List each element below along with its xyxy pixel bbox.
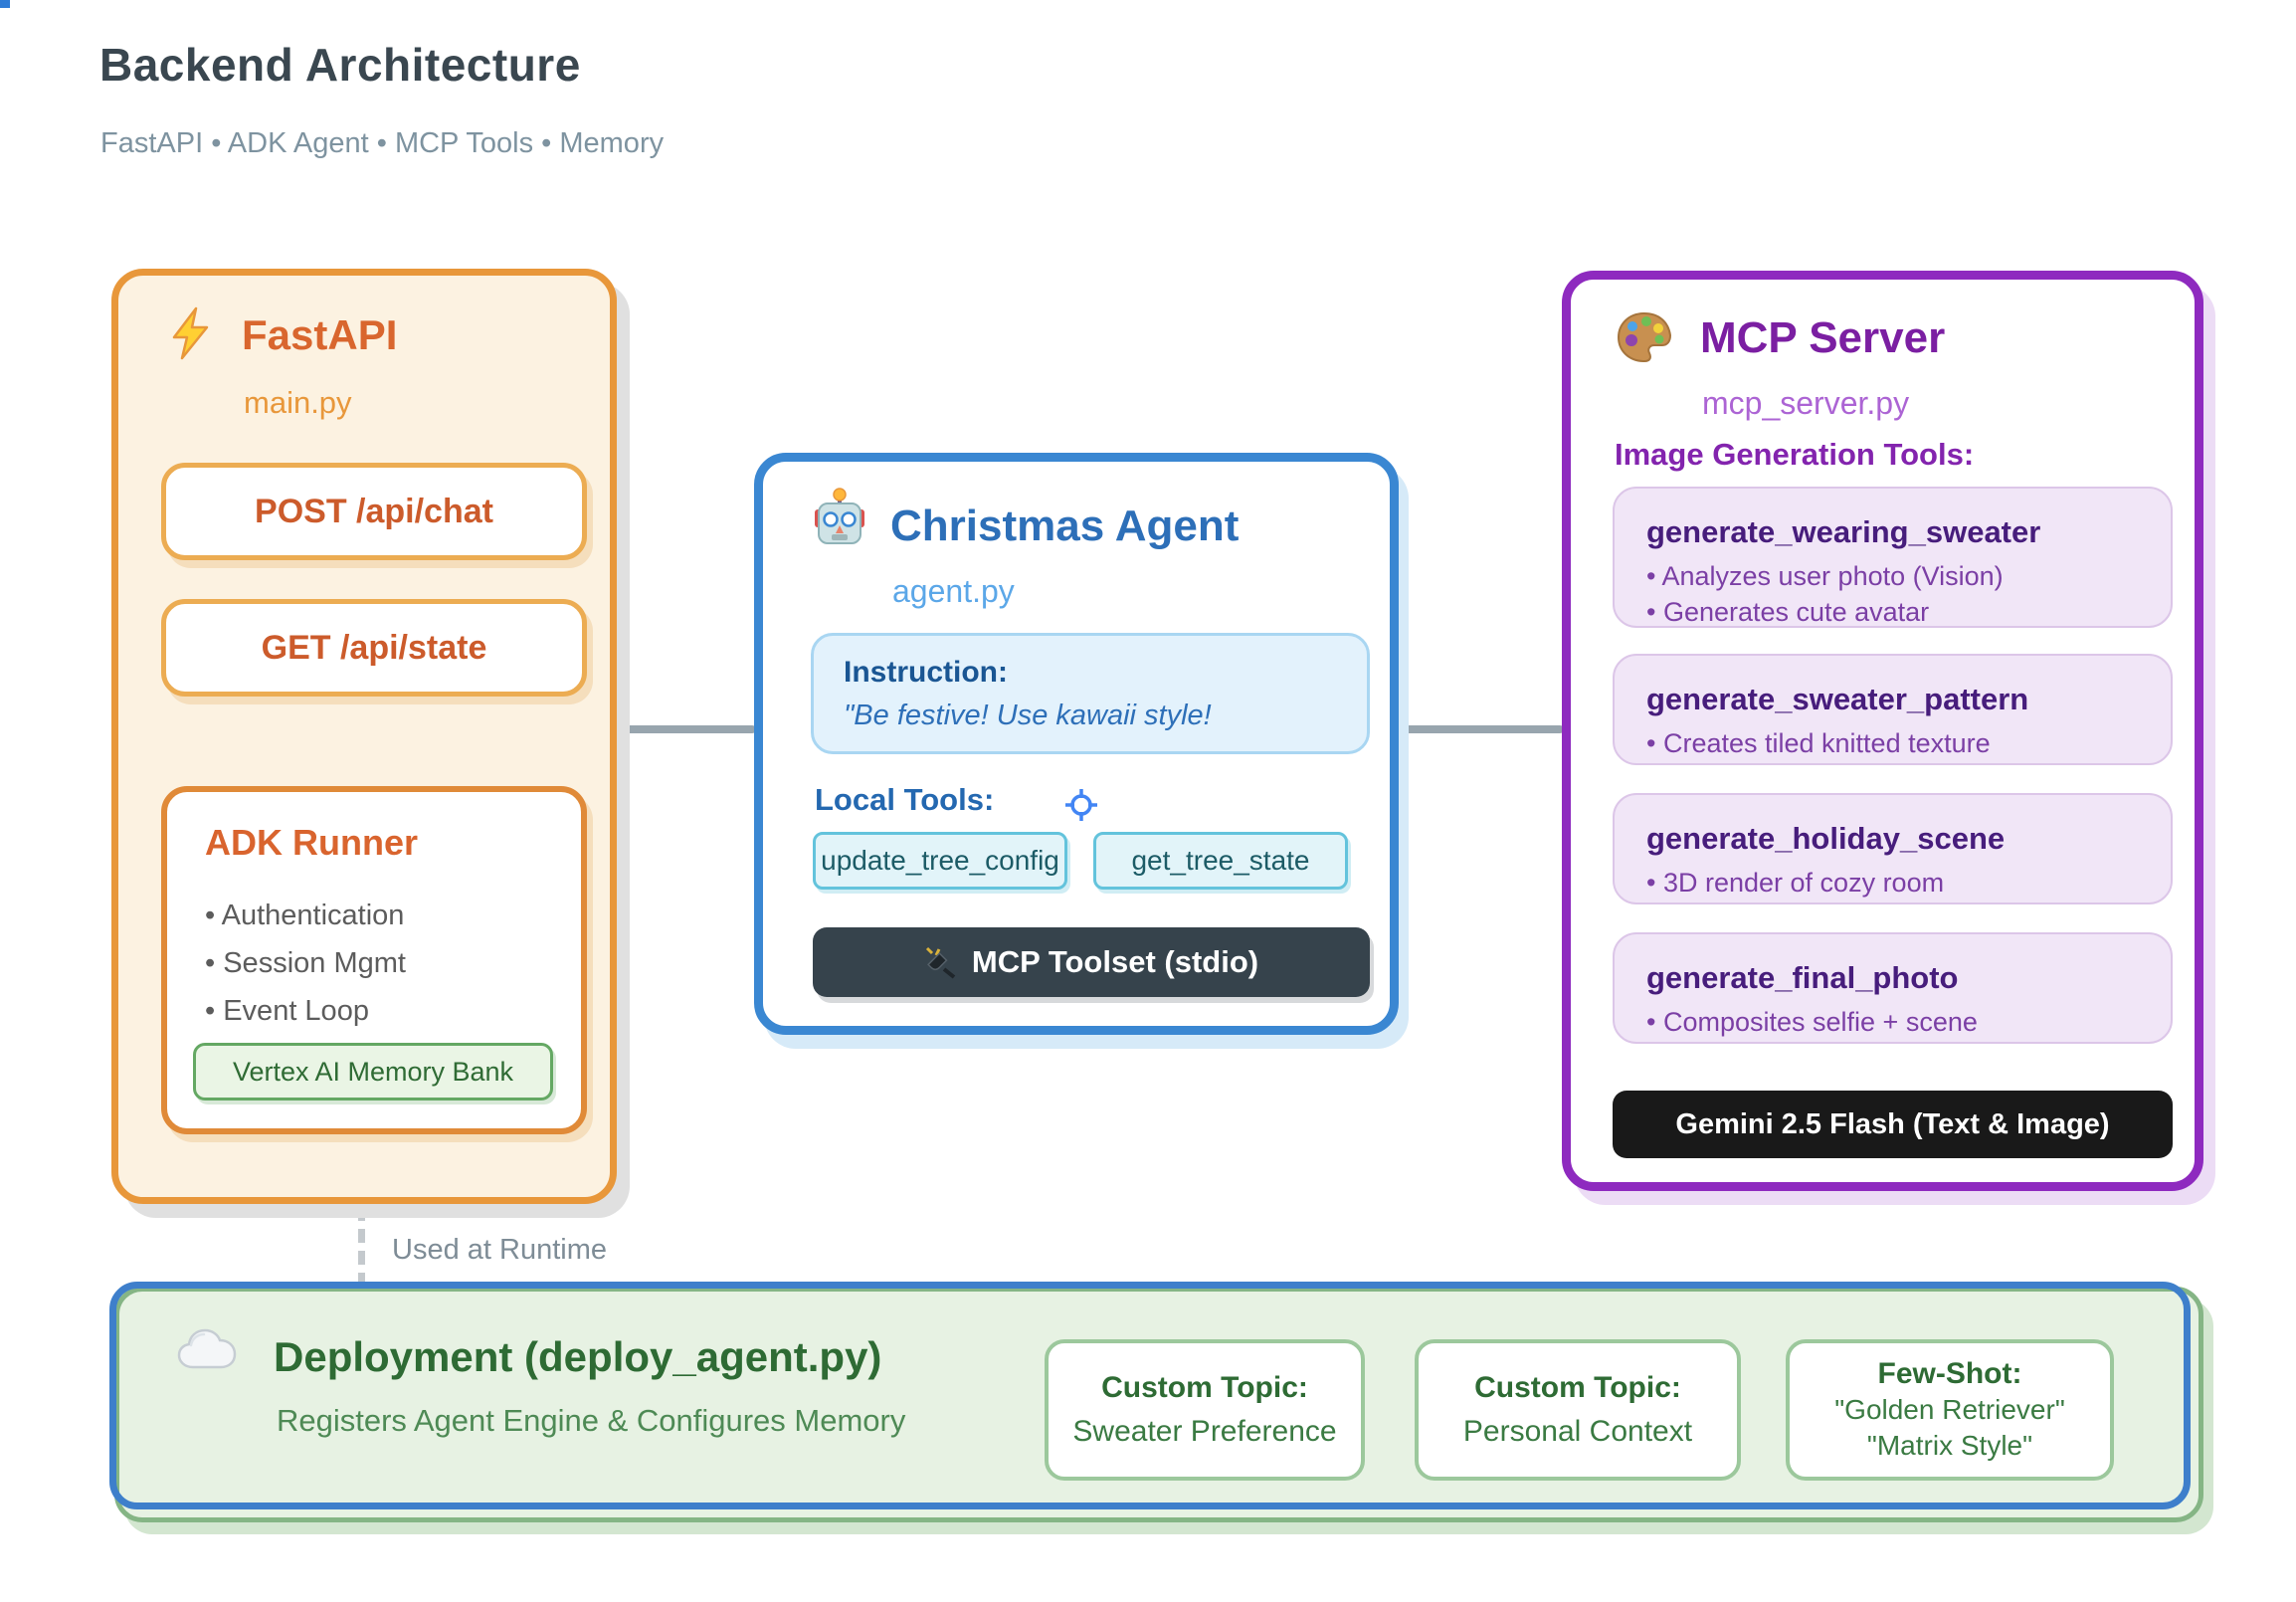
- gemini-model-bar: Gemini 2.5 Flash (Text & Image): [1613, 1091, 2173, 1158]
- tool-name: generate_holiday_scene: [1646, 821, 2006, 856]
- instruction-text: "Be festive! Use kawaii style!: [844, 700, 1212, 731]
- plug-icon: [924, 945, 958, 979]
- tool-bullet: 3D render of cozy room: [1646, 865, 2139, 901]
- adk-runner-node: ADK Runner Authentication Session Mgmt E…: [161, 786, 587, 1134]
- page-title: Backend Architecture: [99, 39, 581, 91]
- cloud-icon: [177, 1325, 239, 1371]
- runtime-edge-label: Used at Runtime: [392, 1234, 607, 1266]
- tool-card-generate-sweater-pattern: generate_sweater_pattern Creates tiled k…: [1613, 654, 2173, 765]
- christmas-agent-file-label: agent.py: [892, 573, 1015, 609]
- fastapi-file-label: main.py: [244, 385, 352, 420]
- mcp-toolset-bar: MCP Toolset (stdio): [813, 927, 1370, 997]
- tool-name: generate_sweater_pattern: [1646, 682, 2029, 716]
- fastapi-node: FastAPI main.py POST /api/chat GET /api/…: [111, 269, 617, 1204]
- christmas-agent-title: Christmas Agent: [890, 501, 1240, 550]
- memory-chip-few-shot: Few-Shot: "Golden Retriever" "Matrix Sty…: [1786, 1339, 2114, 1481]
- tool-card-generate-final-photo: generate_final_photo Composites selfie +…: [1613, 932, 2173, 1044]
- paint-palette-icon: [1615, 307, 1674, 367]
- mcp-toolset-label: MCP Toolset (stdio): [971, 944, 1259, 979]
- mcp-server-node: MCP Server mcp_server.py Image Generatio…: [1562, 271, 2203, 1191]
- tool-bullet: Composites selfie + scene: [1646, 1004, 2139, 1040]
- adk-bullet: Session Mgmt: [205, 939, 406, 987]
- tool-bullet: Creates tiled knitted texture: [1646, 725, 2139, 761]
- edge-agent-mcp: [1397, 725, 1564, 733]
- local-tools-label: Local Tools:: [815, 782, 995, 817]
- lightning-bolt-icon: [162, 305, 218, 361]
- instruction-label: Instruction:: [844, 656, 1008, 689]
- deployment-node: Deployment (deploy_agent.py) Registers A…: [109, 1282, 2203, 1522]
- chip-value: "Golden Retriever": [1834, 1394, 2065, 1425]
- mcp-server-title: MCP Server: [1700, 313, 1946, 362]
- adk-bullet: Authentication: [205, 892, 406, 939]
- memory-chip-sweater-preference: Custom Topic: Sweater Preference: [1045, 1339, 1365, 1481]
- tool-card-generate-holiday-scene: generate_holiday_scene 3D render of cozy…: [1613, 793, 2173, 904]
- deployment-subtitle: Registers Agent Engine & Configures Memo…: [277, 1403, 906, 1438]
- local-tool-chip-get-tree-state: get_tree_state: [1093, 832, 1348, 890]
- tool-card-generate-wearing-sweater: generate_wearing_sweater Analyzes user p…: [1613, 487, 2173, 628]
- tool-name: generate_wearing_sweater: [1646, 514, 2041, 549]
- endpoint-post-api-chat: POST /api/chat: [161, 463, 587, 560]
- fastapi-title: FastAPI: [242, 311, 398, 358]
- chip-label: Few-Shot:: [1877, 1357, 2022, 1390]
- edge-fastapi-deployment-dashed: [358, 1207, 365, 1287]
- chip-value: "Matrix Style": [1866, 1430, 2033, 1461]
- tool-bullet: Generates cute avatar: [1646, 594, 2139, 630]
- robot-icon: [809, 488, 870, 549]
- tool-bullet: Analyzes user photo (Vision): [1646, 558, 2139, 594]
- window-corner-fragment: [0, 0, 10, 8]
- tool-bullets: 3D render of cozy room: [1646, 865, 2139, 901]
- memory-chip-personal-context: Custom Topic: Personal Context: [1415, 1339, 1741, 1481]
- chip-label: Custom Topic:: [1474, 1371, 1681, 1404]
- image-generation-tools-label: Image Generation Tools:: [1615, 437, 1975, 472]
- chip-label: Custom Topic:: [1101, 1371, 1308, 1404]
- adk-bullet: Event Loop: [205, 987, 406, 1035]
- tool-bullets: Analyzes user photo (Vision) Generates c…: [1646, 558, 2139, 630]
- tool-bullets: Creates tiled knitted texture: [1646, 725, 2139, 761]
- chip-value: Sweater Preference: [1072, 1415, 1337, 1448]
- page-subtitle: FastAPI • ADK Agent • MCP Tools • Memory: [100, 127, 665, 159]
- endpoint-get-api-state: GET /api/state: [161, 599, 587, 697]
- local-tool-chip-update-tree-config: update_tree_config: [813, 832, 1067, 890]
- adk-runner-title: ADK Runner: [205, 822, 418, 863]
- tool-bullets: Composites selfie + scene: [1646, 1004, 2139, 1040]
- chip-value: Personal Context: [1462, 1415, 1693, 1448]
- adk-runner-bullets: Authentication Session Mgmt Event Loop: [205, 892, 406, 1035]
- christmas-agent-node: Christmas Agent agent.py Instruction: "B…: [754, 453, 1399, 1035]
- crosshair-target-icon: [1061, 785, 1101, 825]
- edge-fastapi-agent: [616, 725, 756, 733]
- tool-name: generate_final_photo: [1646, 960, 1959, 995]
- deployment-title: Deployment (deploy_agent.py): [274, 1333, 882, 1380]
- vertex-ai-memory-bank-chip: Vertex AI Memory Bank: [193, 1043, 553, 1101]
- instruction-callout: Instruction: "Be festive! Use kawaii sty…: [811, 633, 1370, 754]
- mcp-server-file-label: mcp_server.py: [1702, 385, 1910, 421]
